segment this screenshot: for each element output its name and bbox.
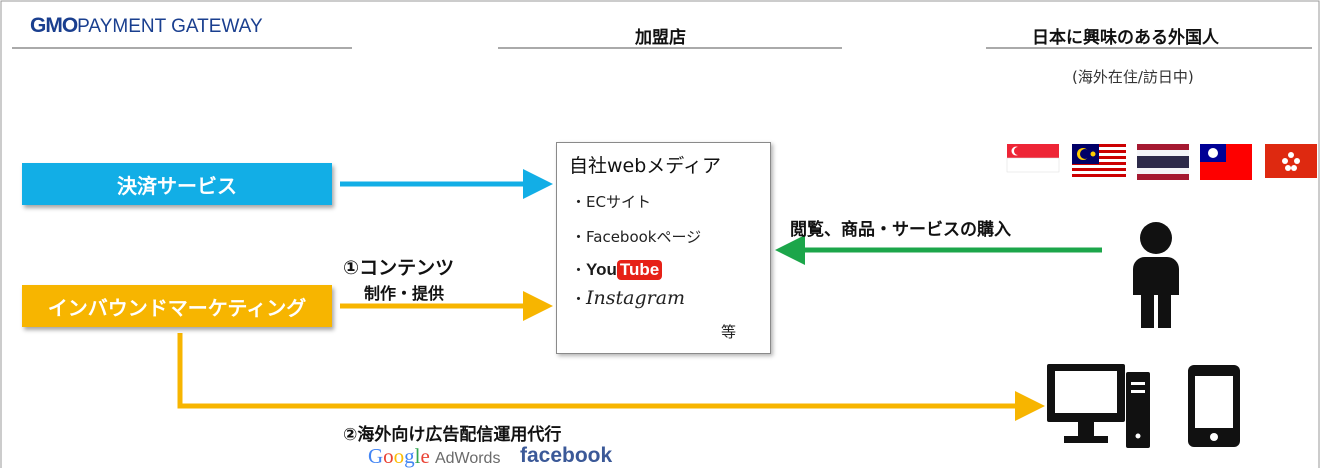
- desktop-computer-icon: [1047, 364, 1150, 448]
- youtube-bullet: ・: [571, 261, 587, 279]
- logo-gmo-text: GMO: [30, 14, 78, 37]
- inbound-marketing-label: インバウンドマーケティング: [47, 295, 307, 320]
- instagram-text: Instagram: [586, 287, 686, 309]
- person-icon: [1133, 222, 1179, 328]
- content-label-line2: 制作・提供: [364, 284, 445, 303]
- google-letter-o2: o: [393, 444, 405, 468]
- media-item-ec-site: ・ECサイト: [571, 193, 651, 211]
- adwords-text: AdWords: [434, 450, 501, 467]
- inbound-marketing-box: インバウンドマーケティング: [22, 285, 332, 327]
- foreigners-subheading: (海外在住/訪日中): [1072, 68, 1194, 86]
- ads-to-devices-arrow: [177, 333, 1045, 421]
- logo-rest-text: PAYMENT GATEWAY: [77, 16, 263, 37]
- hong-kong-flag: [1265, 144, 1317, 178]
- instagram-bullet: ・: [571, 290, 587, 308]
- media-item-facebook-page: ・Facebookページ: [571, 228, 702, 246]
- taiwan-flag: [1200, 144, 1252, 180]
- media-etc: 等: [721, 323, 737, 341]
- malaysia-flag: [1072, 144, 1126, 180]
- browse-purchase-label: 閲覧、商品・サービスの購入: [790, 220, 1011, 240]
- thailand-flag: [1137, 144, 1189, 180]
- payment-service-label: 決済サービス: [117, 173, 237, 198]
- payment-service-box: 決済サービス: [22, 163, 332, 205]
- gmo-payment-gateway-logo: GMOPAYMENT GATEWAY: [30, 14, 263, 38]
- facebook-logo: facebook: [520, 444, 613, 467]
- youtube-you-text: You: [586, 260, 617, 279]
- google-letter-e: e: [420, 444, 430, 468]
- youtube-tube-text: Tube: [616, 260, 663, 280]
- google-wordmark: Google: [368, 444, 430, 468]
- overseas-ads-label: ②海外向け広告配信運用代行: [343, 425, 562, 445]
- google-letter-o1: o: [383, 444, 394, 468]
- smartphone-icon: [1188, 365, 1240, 447]
- singapore-flag: [1006, 144, 1060, 173]
- google-adwords-logo: Google AdWords: [368, 444, 500, 469]
- content-label-line1: ①コンテンツ: [343, 257, 455, 279]
- media-title: 自社webメディア: [569, 155, 721, 177]
- instagram-logo: ・Instagram: [571, 287, 685, 309]
- merchant-heading: 加盟店: [635, 28, 686, 48]
- google-letter-g: G: [368, 444, 384, 468]
- foreigners-heading: 日本に興味のある外国人: [1032, 28, 1219, 48]
- google-letter-l: l: [414, 444, 421, 468]
- google-letter-g2: g: [404, 444, 415, 468]
